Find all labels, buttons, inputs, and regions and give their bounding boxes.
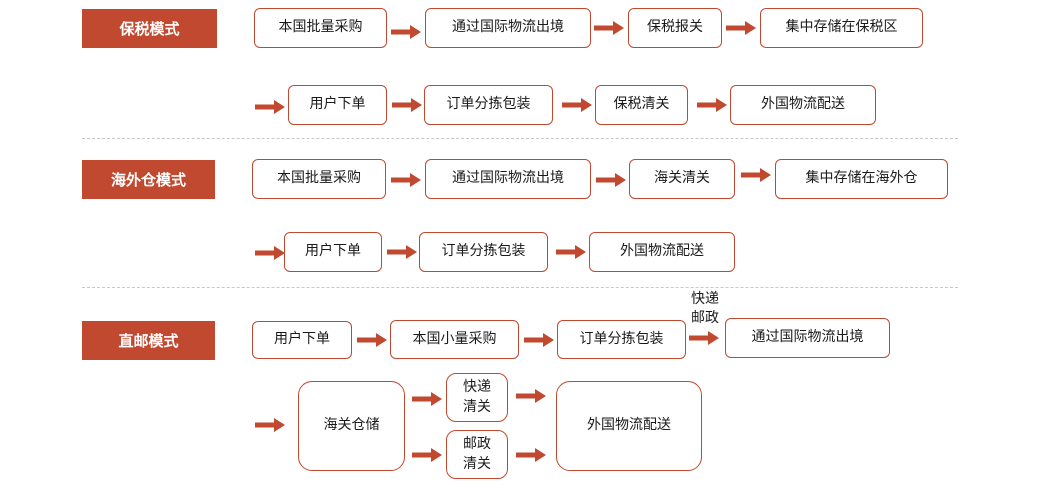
- direct-step-user-order: 用户下单: [252, 321, 352, 359]
- bonded-step-bonded-storage: 集中存储在保税区: [760, 8, 923, 48]
- bonded-step-bulk-purchase: 本国批量采购: [254, 8, 387, 48]
- arrow-right-icon: [556, 245, 586, 259]
- arrow-right-icon: [596, 173, 626, 187]
- direct-step-sort-pack: 订单分拣包装: [557, 320, 686, 359]
- section-divider: [82, 287, 958, 288]
- arrow-right-icon: [255, 100, 285, 114]
- arrow-right-icon: [697, 98, 727, 112]
- arrow-right-icon: [255, 246, 285, 260]
- overseas-step-user-order: 用户下单: [284, 232, 382, 272]
- express-postal-note: 快递 邮政: [691, 291, 719, 326]
- bonded-step-international-logistics: 通过国际物流出境: [425, 8, 591, 48]
- overseas-step-foreign-delivery: 外国物流配送: [589, 232, 735, 272]
- overseas-step-bulk-purchase: 本国批量采购: [252, 159, 386, 199]
- arrow-right-icon: [741, 168, 771, 182]
- arrow-right-icon: [594, 21, 624, 35]
- direct-step-foreign-delivery: 外国物流配送: [556, 381, 702, 471]
- arrow-right-icon: [255, 418, 285, 432]
- bonded-mode-label: 保税模式: [82, 9, 217, 48]
- arrow-right-icon: [391, 173, 421, 187]
- bonded-step-sort-pack: 订单分拣包装: [424, 85, 553, 125]
- overseas-step-international-logistics: 通过国际物流出境: [425, 159, 591, 199]
- direct-step-postal-clearance: 邮政 清关: [446, 430, 508, 479]
- arrow-right-icon: [524, 333, 554, 347]
- arrow-right-icon: [726, 21, 756, 35]
- bonded-step-user-order: 用户下单: [288, 85, 387, 125]
- arrow-right-icon: [391, 25, 421, 39]
- bonded-step-bonded-declaration: 保税报关: [628, 8, 722, 48]
- bonded-step-foreign-delivery: 外国物流配送: [730, 85, 876, 125]
- bonded-step-bonded-clearance: 保税清关: [595, 85, 688, 125]
- arrow-right-icon: [689, 331, 719, 345]
- overseas-step-customs-clearance: 海关清关: [629, 159, 735, 199]
- arrow-right-icon: [562, 98, 592, 112]
- arrow-right-icon: [357, 333, 387, 347]
- arrow-right-icon: [516, 448, 546, 462]
- section-divider: [82, 138, 958, 139]
- direct-mail-mode-label: 直邮模式: [82, 321, 215, 360]
- direct-step-international-logistics: 通过国际物流出境: [725, 318, 890, 358]
- direct-step-customs-storage: 海关仓储: [298, 381, 405, 471]
- direct-step-express-clearance: 快递 清关: [446, 373, 508, 422]
- arrow-right-icon: [516, 389, 546, 403]
- direct-step-small-purchase: 本国小量采购: [390, 320, 519, 359]
- overseas-step-sort-pack: 订单分拣包装: [419, 232, 548, 272]
- arrow-right-icon: [412, 392, 442, 406]
- arrow-right-icon: [412, 448, 442, 462]
- overseas-mode-label: 海外仓模式: [82, 160, 215, 199]
- arrow-right-icon: [387, 245, 417, 259]
- arrow-right-icon: [392, 98, 422, 112]
- overseas-step-overseas-storage: 集中存储在海外仓: [775, 159, 948, 199]
